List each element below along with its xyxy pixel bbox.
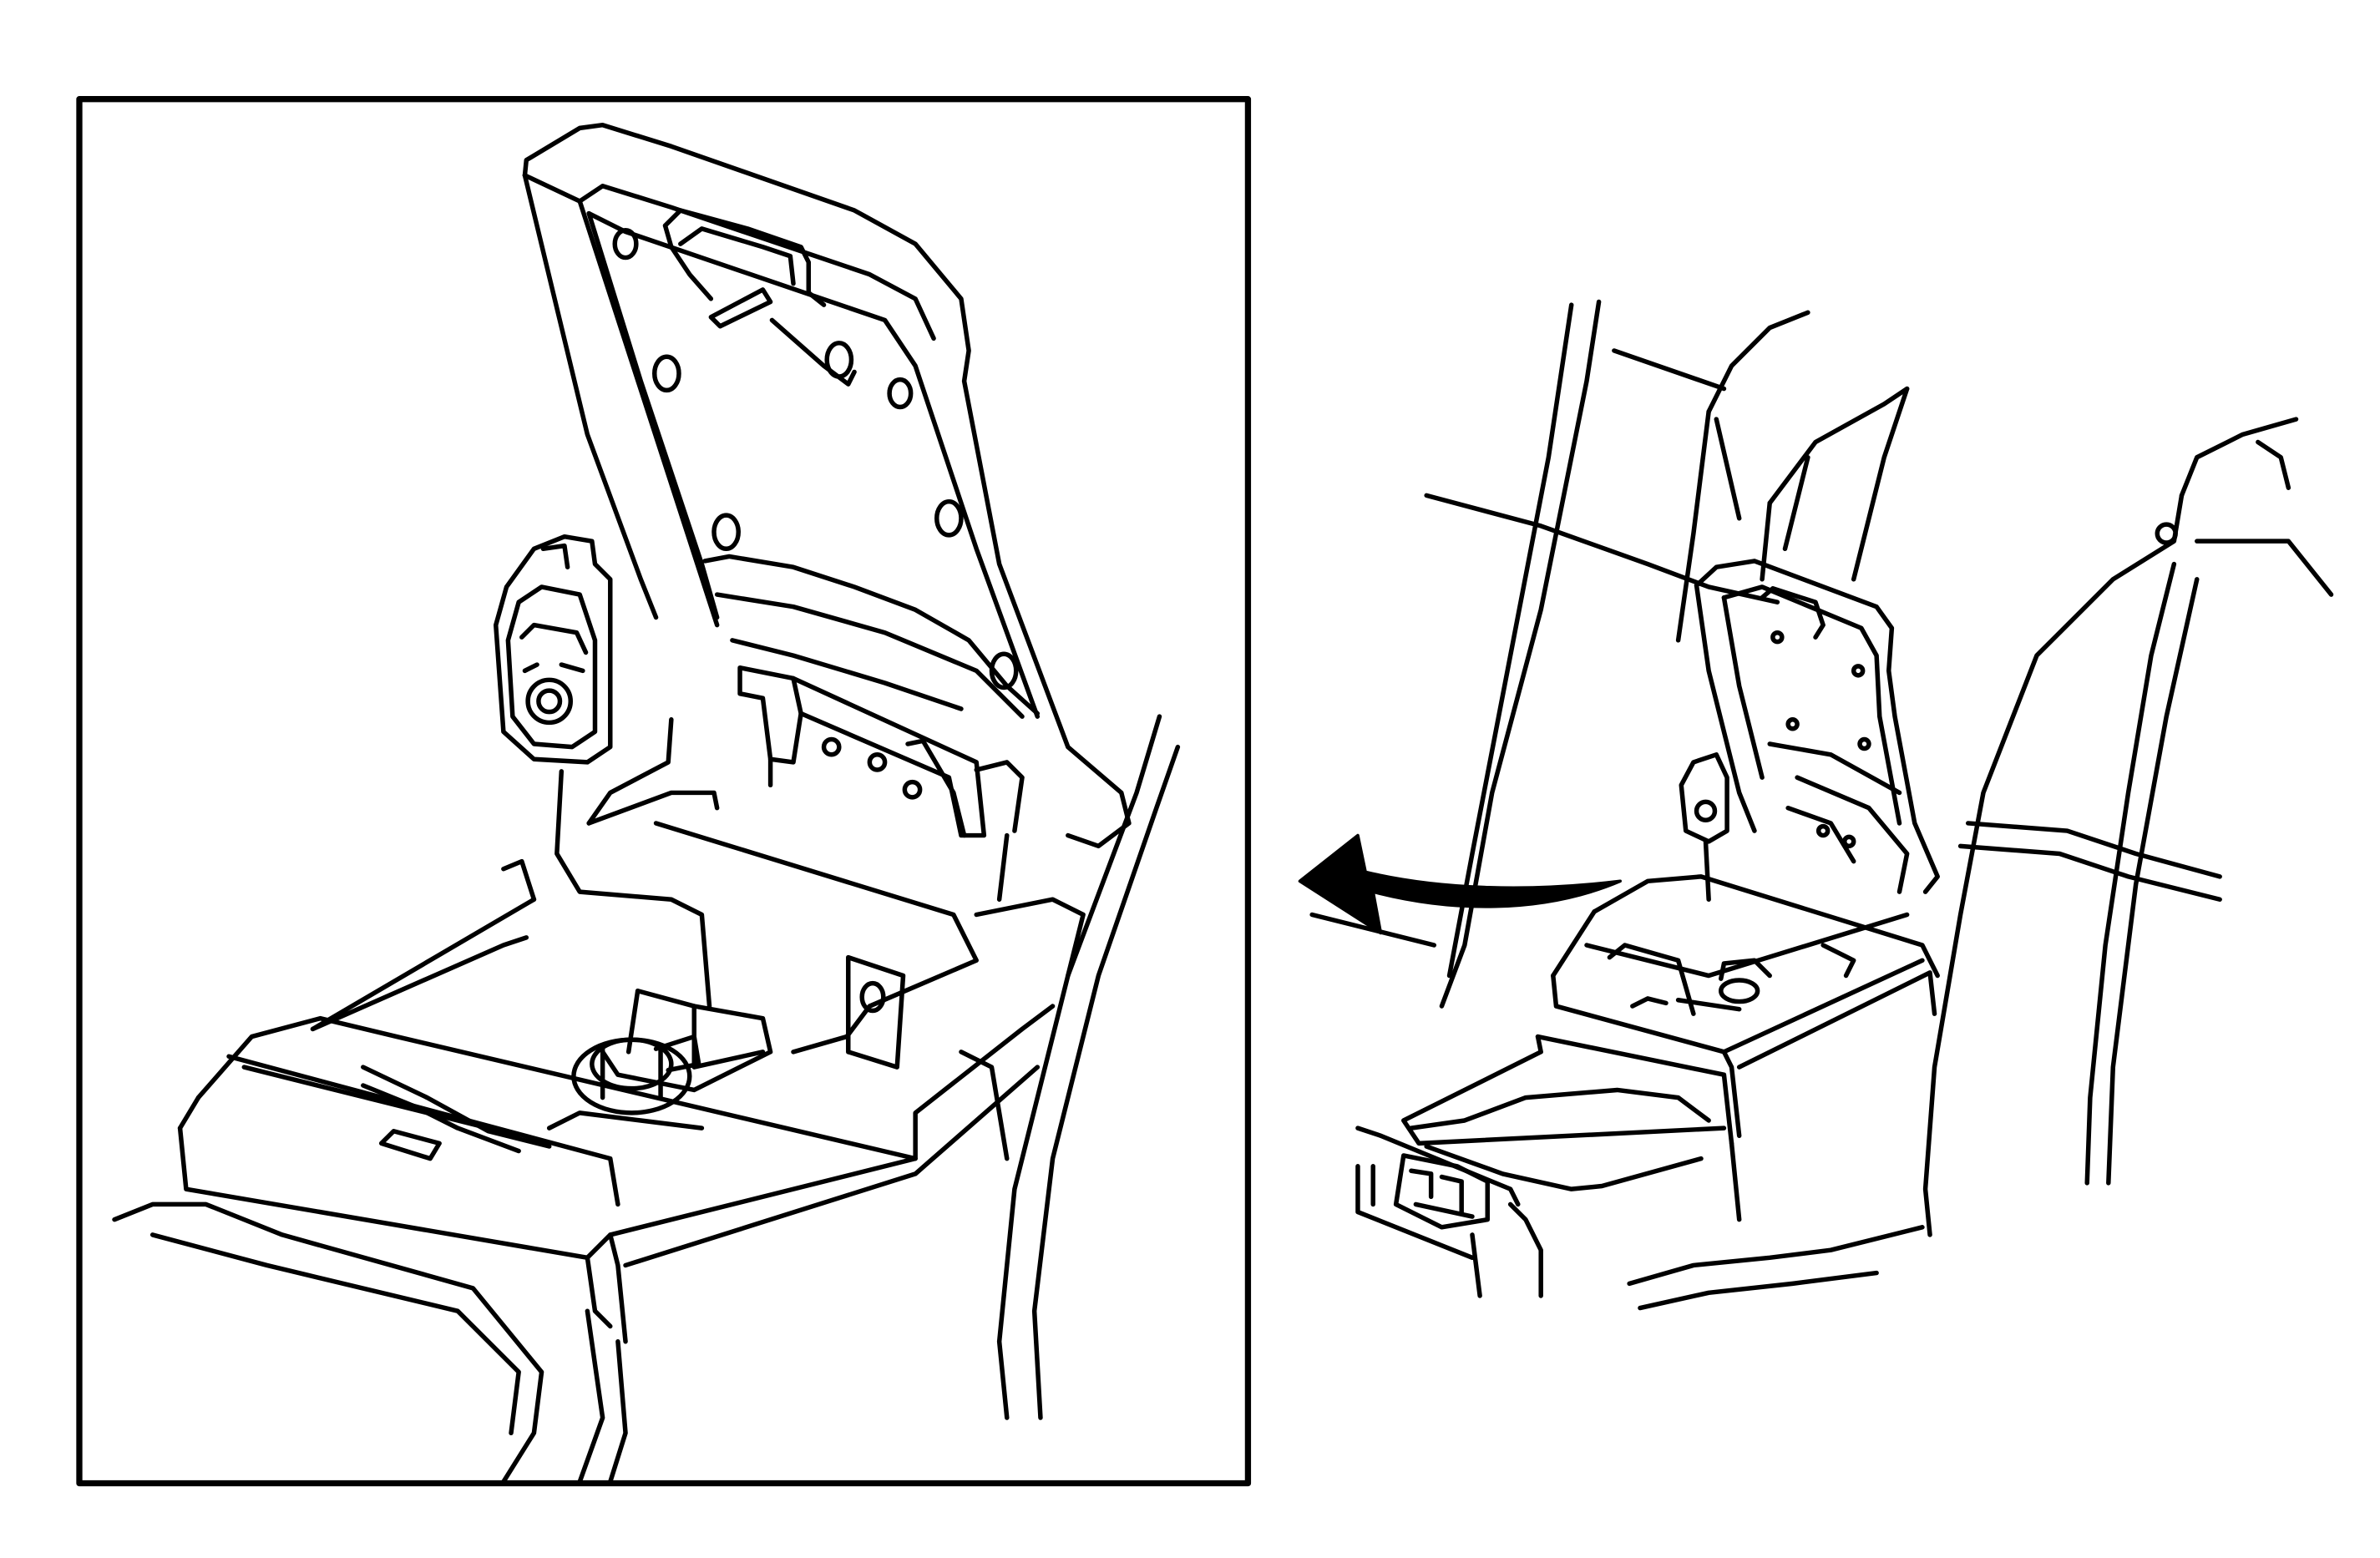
overview-console [1355, 559, 1940, 1298]
detail-view [76, 96, 1252, 1487]
direction-arrow [1298, 833, 1623, 935]
open-lid [522, 122, 1132, 849]
console-base [112, 714, 1181, 1485]
key-fob [494, 534, 712, 1009]
hinge-bracket [737, 665, 1025, 902]
rear-seats [1309, 299, 2334, 1311]
overview-view [1298, 299, 2334, 1311]
accessory-plug [546, 1034, 705, 1131]
detail-frame [76, 96, 1252, 1487]
